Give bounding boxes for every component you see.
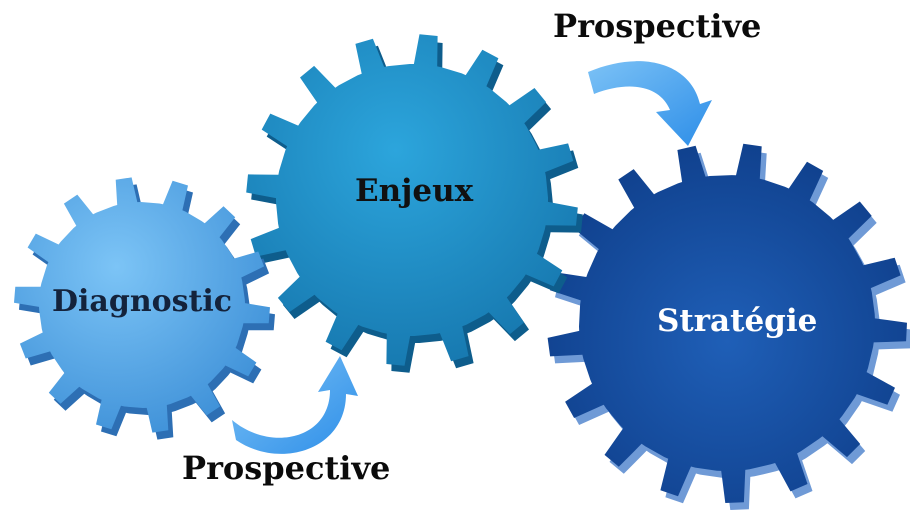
prospective-label-bottom: Prospective bbox=[182, 449, 391, 487]
gear-label-diagnostic: Diagnostic bbox=[52, 284, 233, 319]
gear-diagnostic bbox=[14, 177, 275, 440]
curved-arrow-bottom-icon bbox=[232, 356, 358, 454]
curved-arrow-top-icon bbox=[588, 61, 712, 146]
gear-label-enjeux: Enjeux bbox=[355, 173, 474, 209]
gear-strategie-body bbox=[547, 143, 907, 503]
gear-label-strategie: Stratégie bbox=[657, 303, 818, 339]
gear-enjeux bbox=[246, 34, 583, 373]
gear-enjeux-body bbox=[246, 34, 578, 366]
gear-diagnostic-body bbox=[14, 177, 270, 433]
gear-strategie bbox=[547, 143, 910, 510]
prospective-label-top: Prospective bbox=[553, 7, 762, 45]
